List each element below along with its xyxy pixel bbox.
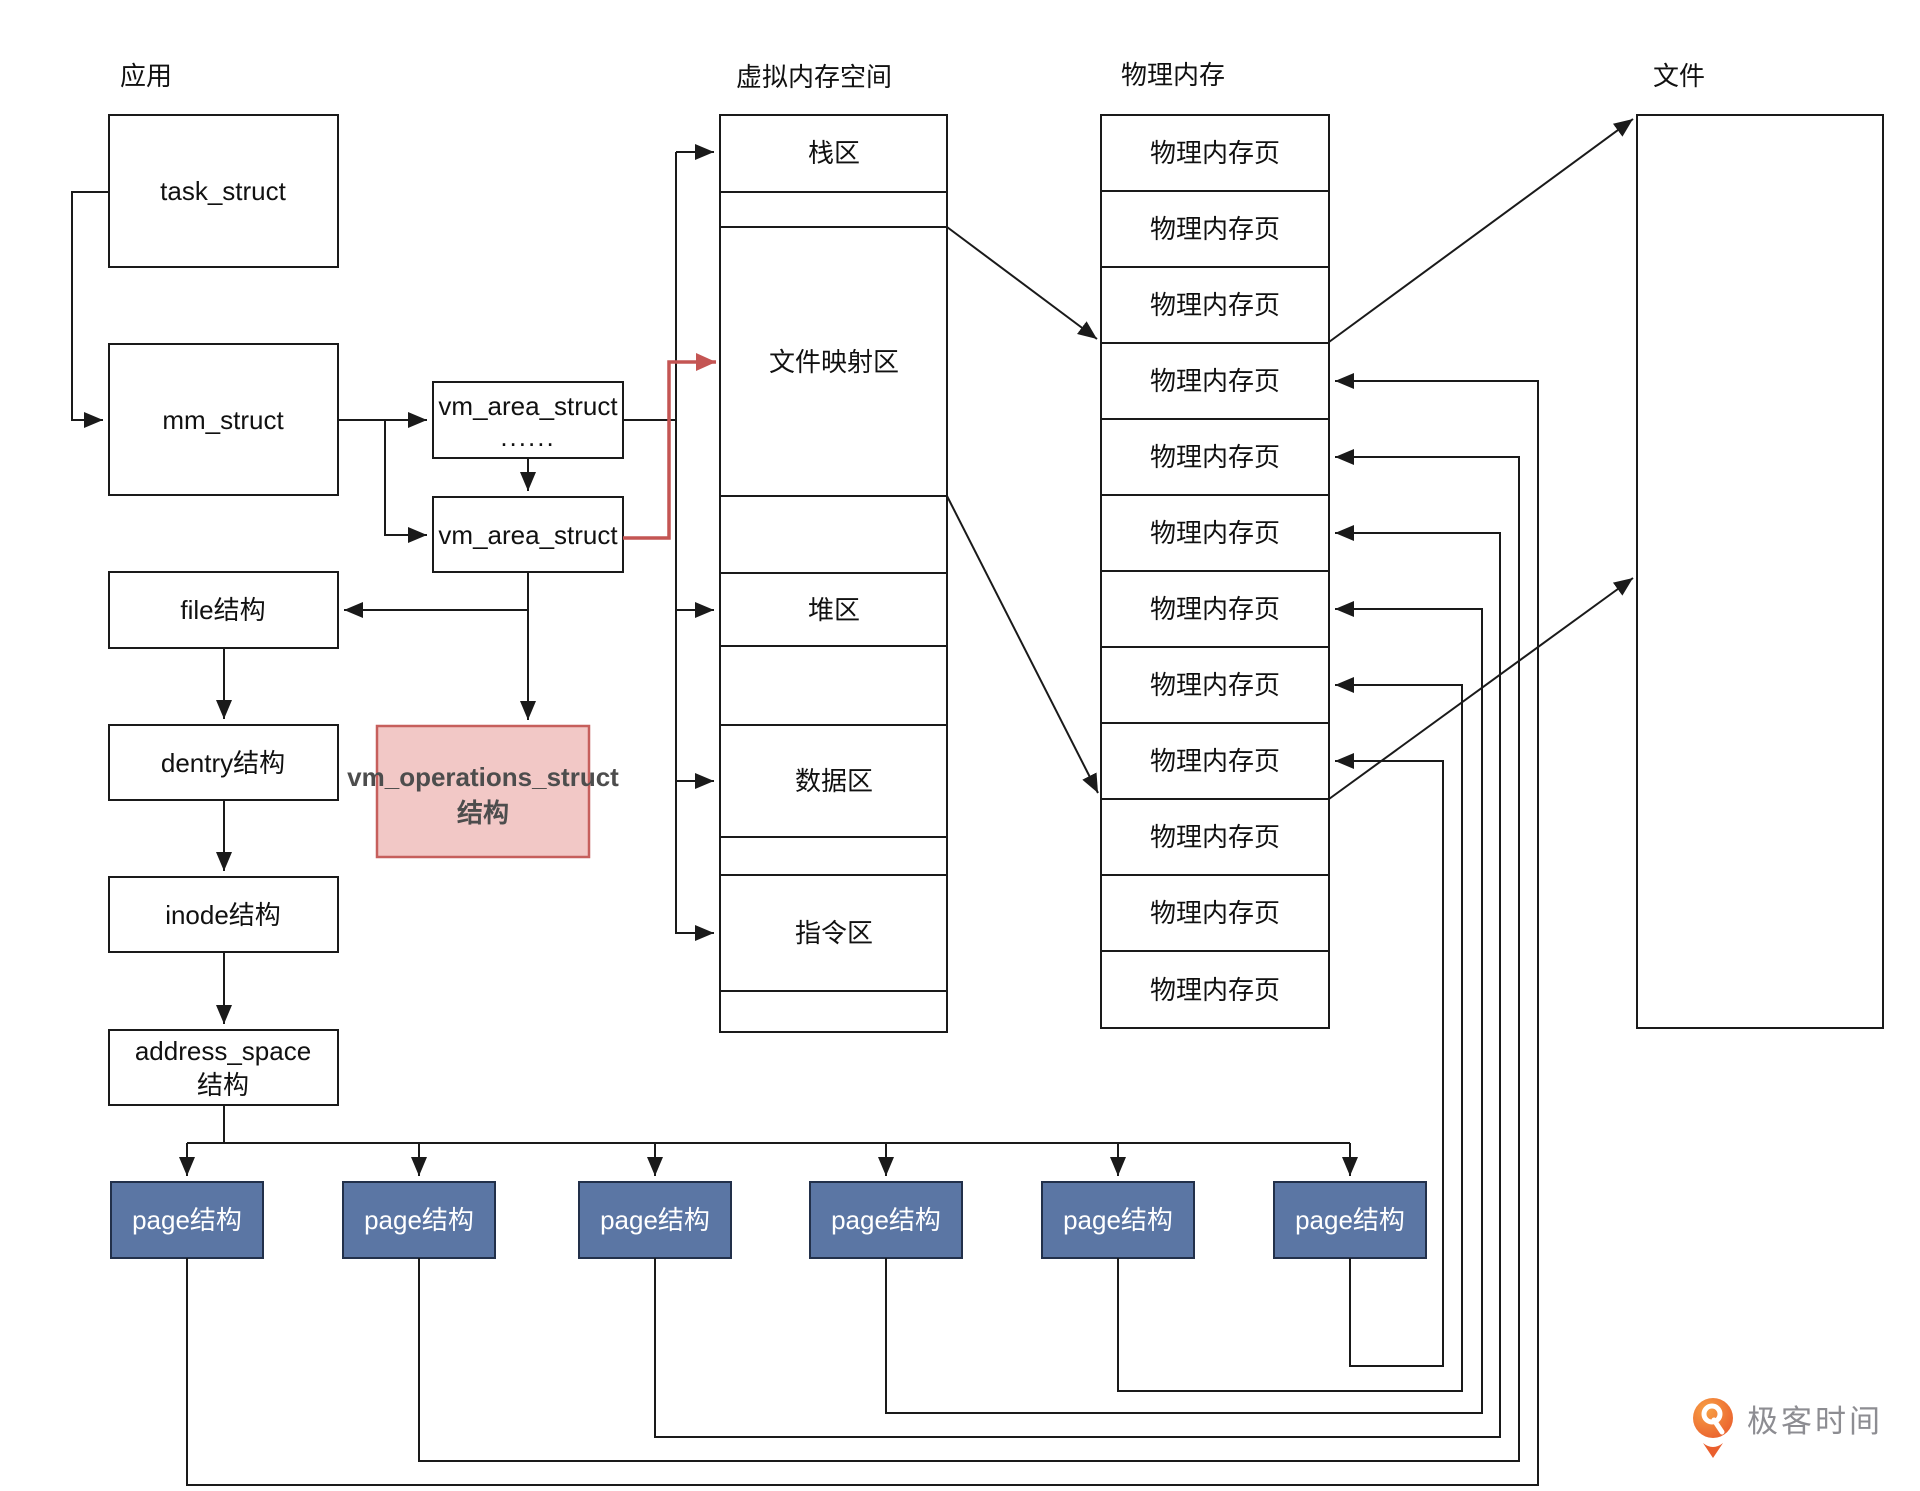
- route-page2-to-physical-row5: [418, 449, 1520, 1462]
- page-struct-box-1: [110, 1181, 264, 1259]
- page-struct-label: page结构: [1063, 1205, 1173, 1235]
- address-space-node: address_space 结构: [108, 1029, 339, 1106]
- task-struct-node: task_struct: [108, 114, 339, 268]
- route-page6-to-physical-row9: [1335, 753, 1444, 1367]
- title-application: 应用: [120, 61, 172, 91]
- physical-page-blue-6: [1100, 722, 1330, 800]
- physical-page-label: 物理内存页: [1150, 975, 1280, 1005]
- vm-operations-box: [375, 724, 591, 859]
- vm-area-struct-2-label: vm_area_struct: [438, 520, 618, 550]
- mm-struct-label: mm_struct: [162, 405, 284, 435]
- task-struct-label: task_struct: [160, 176, 286, 206]
- physical-page-label: 物理内存页: [1150, 290, 1280, 320]
- page-struct-label: page结构: [364, 1205, 474, 1235]
- diagonal-physical-bottom-to-file: [1328, 577, 1634, 800]
- physical-page-blue-2: [1100, 418, 1330, 496]
- physical-page-blue-1: [1100, 342, 1330, 420]
- route-page4-to-physical-row7: [885, 601, 1483, 1414]
- vm-operations-struct-node: vm_operations_struct 结构: [347, 724, 619, 859]
- file-struct-label: file结构: [180, 595, 265, 625]
- column-titles: 应用 虚拟内存空间 物理内存 文件: [120, 60, 1705, 92]
- vm-operations-label-line2: 结构: [457, 798, 509, 828]
- diagonal-mapping-top-to-physical: [946, 226, 1098, 340]
- inode-struct-label: inode结构: [165, 900, 281, 930]
- region-stack-label: 栈区: [808, 138, 860, 168]
- physical-page-blue-5: [1100, 646, 1330, 724]
- title-file: 文件: [1653, 61, 1705, 91]
- physical-page-label: 物理内存页: [1150, 214, 1280, 244]
- file-struct-node: file结构: [108, 571, 339, 649]
- mm-struct-node: mm_struct: [108, 343, 339, 496]
- physical-page-blue-3: [1100, 494, 1330, 572]
- file-box: [1636, 114, 1884, 1029]
- physical-page-label: 物理内存页: [1150, 822, 1280, 852]
- physical-page-label: 物理内存页: [1150, 442, 1280, 472]
- vm-area-struct-1-node: vm_area_struct ......: [432, 381, 624, 459]
- physical-memory-column: 物理内存页 物理内存页 物理内存页 物理内存页 物理内存页 物理内存页 物理内存…: [1100, 114, 1330, 1029]
- region-heap-label: 堆区: [808, 595, 860, 625]
- red-arrow-vma2-to-file-mapping: [623, 353, 716, 540]
- vm-area-struct-1-dots: ......: [500, 422, 555, 452]
- route-page3-to-physical-row6: [654, 525, 1501, 1438]
- page-struct-label: page结构: [1295, 1205, 1405, 1235]
- page-struct-row: page结构 page结构 page结构 page结构 page结构 page结…: [110, 1181, 1427, 1259]
- geektime-logo: 极客时间: [1693, 1398, 1883, 1458]
- file-mapping-region-box: [719, 226, 948, 497]
- physical-page-label: 物理内存页: [1150, 594, 1280, 624]
- vm-area-struct-2-node: vm_area_struct: [432, 496, 624, 573]
- route-page5-to-physical-row8: [1117, 677, 1463, 1392]
- physical-page-label: 物理内存页: [1150, 518, 1280, 548]
- title-virtual-memory: 虚拟内存空间: [736, 62, 892, 92]
- vm-area-struct-1-label: vm_area_struct: [438, 391, 618, 421]
- region-text-label: 指令区: [795, 918, 873, 948]
- physical-page-label: 物理内存页: [1150, 366, 1280, 396]
- region-data-label: 数据区: [795, 766, 873, 796]
- dentry-struct-label: dentry结构: [161, 748, 285, 778]
- geektime-logo-text: 极客时间: [1747, 1404, 1883, 1439]
- diagonal-physical-top-to-file: [1328, 118, 1634, 343]
- arrow-task-to-mm: [71, 191, 109, 428]
- page-struct-box-2: [342, 1181, 496, 1259]
- physical-page-label: 物理内存页: [1150, 670, 1280, 700]
- region-file-mapping-label: 文件映射区: [769, 347, 899, 377]
- title-physical-memory: 物理内存: [1121, 60, 1225, 90]
- file-column: [1636, 114, 1884, 1029]
- physical-page-label: 物理内存页: [1150, 898, 1280, 928]
- page-struct-label: page结构: [831, 1205, 941, 1235]
- inode-struct-node: inode结构: [108, 876, 339, 953]
- arrow-mm-to-vma2: [384, 420, 427, 543]
- physical-page-blue-4: [1100, 570, 1330, 648]
- physical-page-label: 物理内存页: [1150, 138, 1280, 168]
- page-struct-label: page结构: [132, 1205, 242, 1235]
- physical-page-label: 物理内存页: [1150, 746, 1280, 776]
- page-struct-box-5: [1041, 1181, 1195, 1259]
- address-space-label-line2: 结构: [197, 1070, 249, 1100]
- virtual-memory-column: 栈区 文件映射区 堆区 数据区 指令区: [719, 114, 948, 1033]
- dentry-struct-node: dentry结构: [108, 724, 339, 801]
- geektime-logo-pin-tail: [1703, 1443, 1723, 1458]
- page-struct-box-4: [809, 1181, 963, 1259]
- page-struct-label: page结构: [600, 1205, 710, 1235]
- vm-operations-label-line1: vm_operations_struct: [347, 762, 619, 792]
- diagonal-mapping-bottom-to-physical: [946, 495, 1099, 794]
- connectors-black: [71, 118, 1634, 1486]
- page-struct-box-3: [578, 1181, 732, 1259]
- address-space-label-line1: address_space: [135, 1036, 311, 1066]
- route-page1-to-physical-row4: [186, 373, 1539, 1486]
